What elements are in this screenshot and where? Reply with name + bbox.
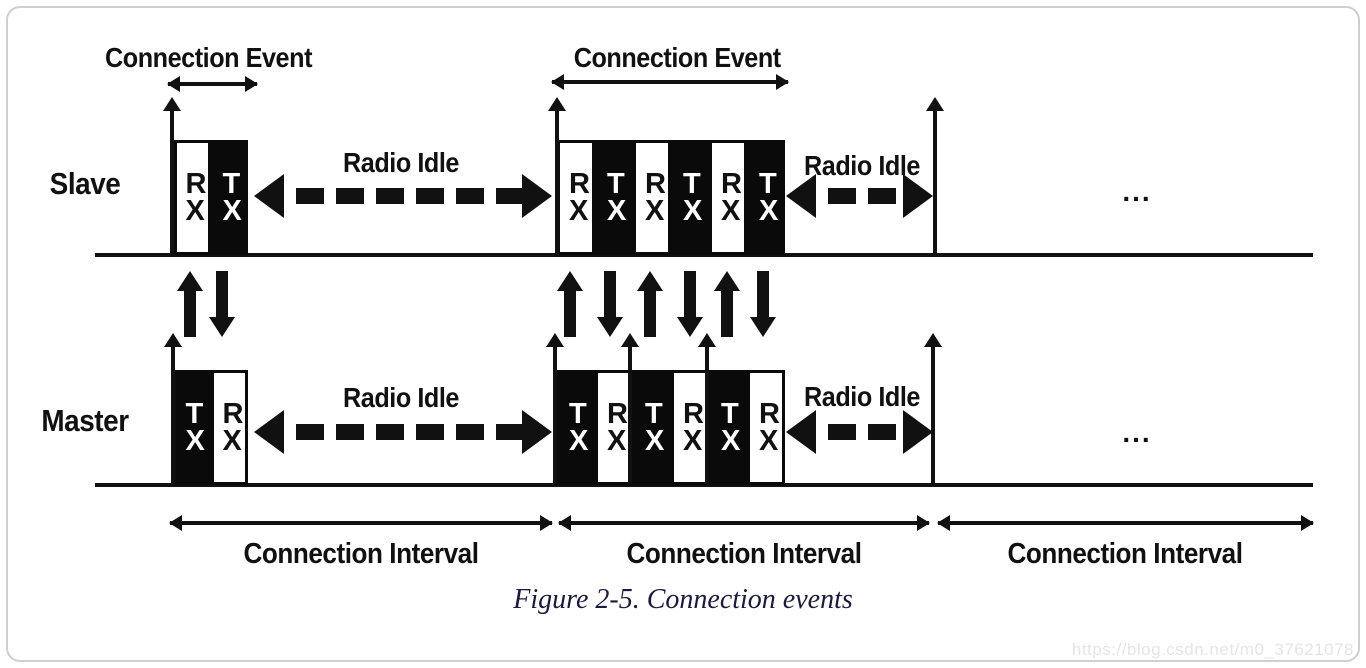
arrow-shaft <box>721 289 733 337</box>
packet-label: TX <box>645 397 665 457</box>
master-rx-packet: RX <box>671 370 709 485</box>
packet-up-arrow <box>637 271 663 337</box>
slave-tx-packet: TX <box>595 140 633 255</box>
slave-tx-packet: TX <box>211 140 248 255</box>
arrowhead-right <box>903 174 933 218</box>
radio-idle-arrow-master-1 <box>254 409 552 455</box>
slave-row-label: Slave <box>49 166 121 201</box>
connection-event-label-2: Connection Event <box>573 42 781 73</box>
figure-caption: Figure 2-5. Connection events <box>513 584 853 615</box>
connection-event-span-arrow-2 <box>551 74 789 90</box>
packet-label: TX <box>222 167 242 227</box>
radio-idle-arrow-master-2 <box>786 409 933 455</box>
dashed-shaft <box>816 424 903 440</box>
master-rx-packet: RX <box>211 370 248 485</box>
arrow-shaft <box>564 289 576 337</box>
packet-up-arrow <box>177 271 203 337</box>
master-event2-packets: TX RX TX RX TX RX <box>557 370 785 485</box>
radio-idle-arrow-slave-2 <box>786 173 933 219</box>
packet-up-arrow <box>714 271 740 337</box>
packet-label: TX <box>759 167 779 227</box>
connection-interval-label-1: Connection Interval <box>243 538 479 570</box>
connection-event-span-arrow-1 <box>167 76 258 92</box>
packet-label: RX <box>607 397 628 457</box>
slave-tx-packet: TX <box>671 140 709 255</box>
arrowhead-left <box>254 410 284 454</box>
packet-label: RX <box>683 397 704 457</box>
packet-label: TX <box>683 167 703 227</box>
arrow-shaft <box>684 271 696 319</box>
arrow-shaft <box>757 271 769 319</box>
master-tx-packet: TX <box>633 370 671 485</box>
figure-frame <box>6 6 1360 662</box>
arrow-shaft <box>184 289 196 337</box>
slave-event1-packets: RX TX <box>174 140 248 255</box>
connection-interval-label-2: Connection Interval <box>626 538 862 570</box>
arrow-shaft <box>604 271 616 319</box>
watermark-url: https://blog.csdn.net/m0_37621078 <box>1071 640 1354 659</box>
master-anchor-arrow-3 <box>621 333 639 485</box>
connection-interval-arrow-1 <box>169 515 553 531</box>
packet-label: RX <box>721 167 742 227</box>
connection-interval-arrow-3 <box>937 515 1314 531</box>
arrowhead-left <box>786 174 816 218</box>
connection-interval-label-3: Connection Interval <box>1007 538 1243 570</box>
packet-label: TX <box>721 397 741 457</box>
master-timeline <box>95 483 1313 487</box>
master-ellipsis: ... <box>1122 417 1152 448</box>
slave-rx-packet: RX <box>557 140 595 255</box>
arrowhead-right <box>522 174 552 218</box>
packet-label: RX <box>185 167 207 227</box>
master-rx-packet: RX <box>595 370 633 485</box>
slave-timeline <box>95 253 1313 257</box>
arrow-shaft <box>644 289 656 337</box>
connection-interval-arrow-2 <box>558 515 930 531</box>
packet-label: RX <box>569 167 590 227</box>
slave-event-start-arrow-1 <box>163 97 181 255</box>
slave-event-start-arrow-2 <box>548 97 566 255</box>
radio-idle-label-slave-1: Radio Idle <box>343 147 459 178</box>
packet-down-arrow <box>597 271 623 337</box>
packet-down-arrow <box>750 271 776 337</box>
master-tx-packet: TX <box>709 370 747 485</box>
master-anchor-arrow-1 <box>164 333 182 485</box>
radio-idle-label-master-1: Radio Idle <box>343 382 459 413</box>
master-event1-packets: TX RX <box>174 370 248 485</box>
master-anchor-arrow-4 <box>698 333 716 485</box>
radio-idle-arrow-slave-1 <box>254 173 552 219</box>
arrowhead-right <box>903 410 933 454</box>
packet-label: RX <box>222 397 244 457</box>
master-tx-packet: TX <box>174 370 211 485</box>
dashed-shaft <box>284 424 522 440</box>
arrowhead-right <box>522 410 552 454</box>
slave-event2-packets: RX TX RX TX RX TX <box>557 140 785 255</box>
slave-tx-packet: TX <box>747 140 785 255</box>
arrowhead-left <box>786 410 816 454</box>
slave-rx-packet: RX <box>174 140 211 255</box>
master-anchor-arrow-5 <box>924 333 942 485</box>
packet-label: TX <box>607 167 627 227</box>
packet-label: TX <box>185 397 205 457</box>
radio-idle-label-slave-2: Radio Idle <box>804 150 920 181</box>
packet-label: TX <box>569 397 589 457</box>
master-anchor-arrow-2 <box>546 333 564 485</box>
packet-up-arrow <box>557 271 583 337</box>
radio-idle-label-master-2: Radio Idle <box>804 381 920 412</box>
dashed-shaft <box>816 188 903 204</box>
packet-label: RX <box>645 167 666 227</box>
connection-event-label-1: Connection Event <box>105 42 313 73</box>
master-rx-packet: RX <box>747 370 785 485</box>
master-row-label: Master <box>41 403 129 438</box>
packet-label: RX <box>759 397 780 457</box>
slave-ellipsis: ... <box>1122 176 1152 207</box>
slave-rx-packet: RX <box>633 140 671 255</box>
dashed-shaft <box>284 188 522 204</box>
packet-down-arrow <box>677 271 703 337</box>
slave-rx-packet: RX <box>709 140 747 255</box>
slave-event-start-arrow-3 <box>926 97 944 255</box>
master-tx-packet: TX <box>557 370 595 485</box>
arrow-shaft <box>216 271 228 319</box>
arrowhead-left <box>254 174 284 218</box>
packet-down-arrow <box>209 271 235 337</box>
